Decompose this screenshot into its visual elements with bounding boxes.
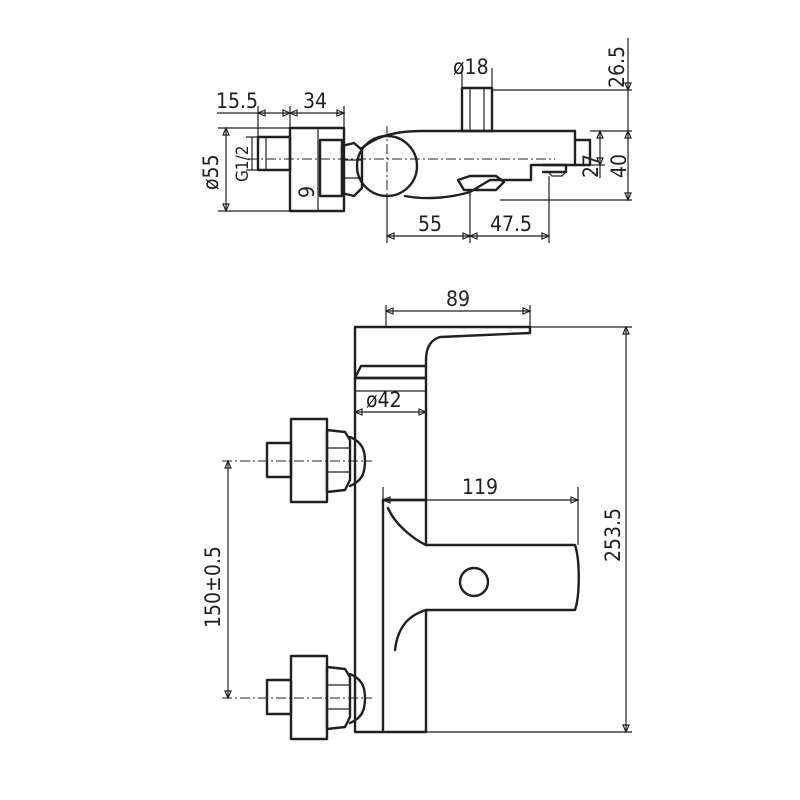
dim-34: 34 bbox=[303, 89, 327, 113]
top-view-diverter bbox=[460, 86, 494, 133]
front-view-spout bbox=[381, 498, 580, 734]
dim-26-5: 26.5 bbox=[605, 46, 629, 88]
top-view-nut bbox=[340, 141, 364, 198]
dim-89: 89 bbox=[446, 287, 470, 311]
dim-dia-18: ø18 bbox=[453, 55, 489, 79]
dim-40: 40 bbox=[607, 154, 631, 178]
top-view-outlet bbox=[456, 174, 506, 192]
dim-150: 150±0.5 bbox=[201, 546, 225, 628]
dim-253-5: 253.5 bbox=[601, 508, 625, 562]
front-view-body bbox=[353, 376, 428, 734]
dim-119: 119 bbox=[462, 475, 498, 499]
dim-dia-55: ø55 bbox=[199, 154, 223, 190]
front-view-diverter-hole bbox=[458, 566, 490, 598]
dim-9: 9 bbox=[295, 186, 319, 198]
front-view: 89 ø42 119 150±0.5 253.5 bbox=[201, 287, 632, 741]
dim-thread-g1-2: G1/2 bbox=[233, 146, 253, 182]
front-view-lever bbox=[353, 325, 532, 380]
dim-27: 27 bbox=[579, 154, 603, 178]
dim-47-5: 47.5 bbox=[490, 212, 532, 236]
top-view: 15.5 34 ø55 G1/2 9 ø18 26.5 27 40 bbox=[199, 38, 632, 243]
dim-15-5: 15.5 bbox=[216, 89, 258, 113]
dim-55: 55 bbox=[418, 212, 442, 236]
dim-dia-42: ø42 bbox=[366, 388, 402, 412]
